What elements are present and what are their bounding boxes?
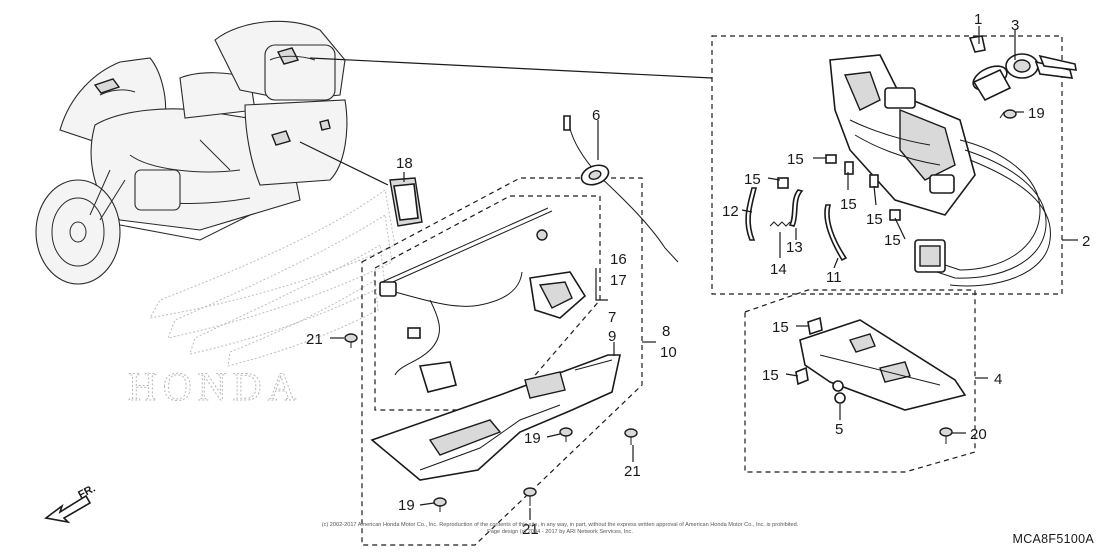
callout-12: 12: [722, 203, 739, 220]
group-box-4: [744, 289, 976, 473]
callout-17: 17: [610, 272, 627, 289]
rod-12: [745, 187, 758, 241]
callout-19-bottom: 19: [398, 497, 415, 514]
callout-15-d: 15: [866, 211, 883, 228]
callout-21-left: 21: [306, 331, 323, 348]
callout-21-bottom: 21: [522, 521, 539, 538]
callout-15-g: 15: [762, 367, 779, 384]
bolt-21-left: [344, 333, 358, 348]
bolts: [344, 333, 953, 512]
callout-19-center: 19: [524, 430, 541, 447]
leader-lines: [330, 26, 1078, 520]
callout-21-center: 21: [624, 463, 641, 480]
callout-7: 7: [608, 309, 616, 326]
lock-cylinder-3: [972, 53, 1077, 102]
callout-9: 9: [608, 328, 616, 345]
callout-14: 14: [770, 261, 787, 278]
callout-10: 10: [660, 344, 677, 361]
latch-assembly-2: [829, 54, 1051, 287]
copyright-line-2: Page design (c) 2004 - 2017 by ARI Netwo…: [487, 529, 633, 535]
callout-15-e: 15: [884, 232, 901, 249]
spring-14: [769, 221, 791, 227]
copyright-line-1: (c) 2002-2017 American Honda Motor Co., …: [321, 522, 799, 528]
group-box-2: [711, 35, 1063, 295]
callout-15-f: 15: [772, 319, 789, 336]
callout-labels: 1 3 19 6 18 15 15 15 15 15 12 13 14 11 2…: [306, 11, 1090, 538]
motorcycle-illustration: [35, 20, 348, 285]
honda-wing-watermark: HONDA: [128, 189, 396, 410]
callout-8: 8: [662, 323, 670, 340]
callout-16: 16: [610, 251, 627, 268]
bolt-21-bottom: [523, 487, 537, 506]
bolt-19-top: [999, 109, 1017, 119]
cable-6: [563, 115, 679, 263]
fr-direction-arrow: [44, 494, 92, 524]
leader-bike-to-18: [299, 141, 389, 186]
group-box-8: [361, 177, 643, 546]
clip-1: [968, 35, 986, 53]
plate-assembly-4: [795, 316, 967, 411]
callout-6: 6: [592, 107, 600, 124]
callout-5: 5: [835, 421, 843, 438]
callout-15-c: 15: [840, 196, 857, 213]
callout-2: 2: [1082, 233, 1090, 250]
bolt-20: [939, 427, 953, 444]
diagram-code: MCA8F5100A: [1012, 532, 1094, 546]
callout-1: 1: [974, 11, 982, 28]
bolt-19-bottom: [433, 497, 447, 512]
rod-11: [824, 204, 848, 262]
callout-13: 13: [786, 239, 803, 256]
callout-3: 3: [1011, 17, 1019, 34]
callout-11: 11: [826, 269, 842, 286]
rod-13: [788, 189, 804, 227]
callout-15-a: 15: [787, 151, 804, 168]
honda-watermark-text: HONDA: [128, 364, 302, 409]
callout-19-top: 19: [1028, 105, 1045, 122]
grommet-18: [389, 177, 423, 227]
callout-15-b: 15: [744, 171, 761, 188]
callout-4: 4: [994, 371, 1002, 388]
latch-assembly-16: [379, 207, 587, 393]
clips-15-box2: [777, 154, 901, 221]
callout-20: 20: [970, 426, 987, 443]
tray-7-9: [370, 354, 621, 481]
bolt-19-center: [559, 427, 573, 442]
copyright-notice: (c) 2002-2017 American Honda Motor Co., …: [300, 522, 820, 536]
callout-18: 18: [396, 155, 413, 172]
bolt-21-center: [624, 428, 638, 445]
leader-bike-to-box2: [309, 57, 713, 79]
